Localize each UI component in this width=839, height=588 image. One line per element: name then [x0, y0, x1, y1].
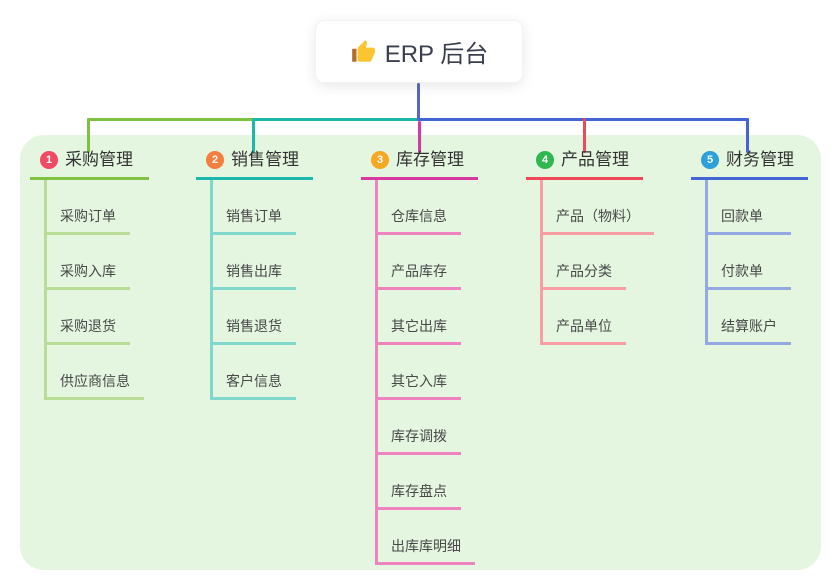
node-item[interactable]: 销售退货: [213, 290, 296, 345]
branch-title-finance[interactable]: 5 财务管理: [691, 150, 808, 180]
node-item[interactable]: 仓库信息: [378, 180, 461, 235]
connector-branch-4-drop: [583, 118, 586, 153]
badge-2-icon: 2: [206, 151, 224, 169]
branch-children-finance: 回款单 付款单 结算账户: [705, 180, 791, 345]
root-node[interactable]: ERP 后台: [315, 20, 523, 83]
connector-branch-2-horizontal: [252, 118, 420, 121]
branch-children-sales: 销售订单 销售出库 销售退货 客户信息: [210, 180, 296, 400]
node-item[interactable]: 产品分类: [543, 235, 626, 290]
branch-title-label: 产品管理: [561, 150, 629, 169]
node-item[interactable]: 库存盘点: [378, 455, 461, 510]
root-node-label: ERP 后台: [384, 41, 489, 68]
branch-title-label: 库存管理: [396, 150, 464, 169]
node-item[interactable]: 结算账户: [708, 290, 791, 345]
branch-children-purchase: 采购订单 采购入库 采购退货 供应商信息: [44, 180, 144, 400]
badge-1-icon: 1: [40, 151, 58, 169]
node-item[interactable]: 客户信息: [213, 345, 296, 400]
branch-title-label: 销售管理: [231, 150, 299, 169]
node-item[interactable]: 采购入库: [47, 235, 130, 290]
node-item[interactable]: 其它入库: [378, 345, 461, 400]
branch-title-sales[interactable]: 2 销售管理: [196, 150, 313, 180]
node-item[interactable]: 采购订单: [47, 180, 130, 235]
branch-title-purchase[interactable]: 1 采购管理: [30, 150, 149, 180]
node-item[interactable]: 产品单位: [543, 290, 626, 345]
node-item[interactable]: 回款单: [708, 180, 791, 235]
branches-background-panel: [20, 135, 821, 570]
branch-children-product: 产品（物料） 产品分类 产品单位: [540, 180, 654, 345]
badge-4-icon: 4: [536, 151, 554, 169]
node-item[interactable]: 产品（物料）: [543, 180, 654, 235]
node-item[interactable]: 销售出库: [213, 235, 296, 290]
node-item[interactable]: 付款单: [708, 235, 791, 290]
node-item[interactable]: 其它出库: [378, 290, 461, 345]
node-item[interactable]: 采购退货: [47, 290, 130, 345]
node-item[interactable]: 库存调拨: [378, 400, 461, 455]
connector-branch-1-drop: [87, 118, 90, 153]
connector-branch-5-drop: [746, 118, 749, 153]
thumbs-up-icon: [350, 39, 376, 65]
node-item[interactable]: 销售订单: [213, 180, 296, 235]
node-item[interactable]: 供应商信息: [47, 345, 144, 400]
node-item[interactable]: 产品库存: [378, 235, 461, 290]
branch-title-label: 财务管理: [726, 150, 794, 169]
badge-5-icon: 5: [701, 151, 719, 169]
connector-branch-3-drop: [418, 121, 421, 153]
badge-3-icon: 3: [371, 151, 389, 169]
node-item[interactable]: 出库库明细: [378, 510, 475, 565]
branch-title-inventory[interactable]: 3 库存管理: [361, 150, 478, 180]
branch-children-inventory: 仓库信息 产品库存 其它出库 其它入库 库存调拨 库存盘点 出库库明细: [375, 180, 475, 565]
connector-root-stem: [417, 83, 420, 121]
branch-title-label: 采购管理: [65, 150, 133, 169]
branch-title-product[interactable]: 4 产品管理: [526, 150, 643, 180]
connector-branch-2-drop: [252, 118, 255, 153]
